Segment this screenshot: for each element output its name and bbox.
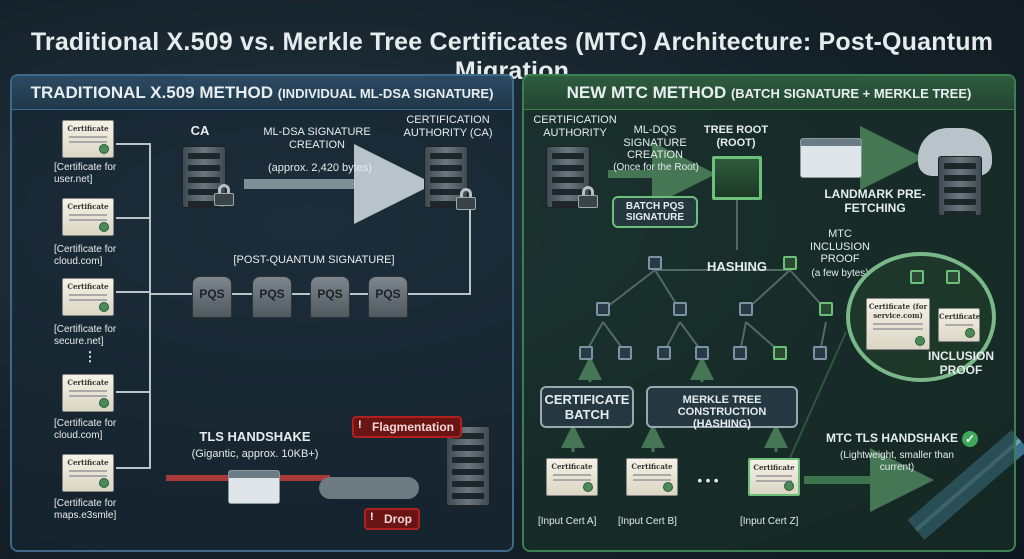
tree-leaf [657, 346, 671, 360]
tree-leaf [618, 346, 632, 360]
tree-leaf [773, 346, 787, 360]
browser-window-icon [800, 138, 862, 178]
certificate-caption: [Certificate for cloud.com] [54, 418, 117, 441]
traditional-heading-main: Traditional X.509 Method [30, 83, 273, 102]
mtc-tls-handshake-label: MTC TLS Handshake [826, 431, 958, 445]
page-title: Traditional X.509 vs. Merkle Tree Certif… [30, 28, 994, 85]
mtc-signature-creation-sub: (Once for the Root) [613, 162, 699, 173]
check-icon: ✓ [962, 431, 978, 447]
traditional-panel-heading: Traditional X.509 Method (Individual ML-… [12, 76, 512, 110]
traditional-heading-sub: (Individual ML-DSA Signature) [277, 86, 494, 101]
certificate-caption: [Certificate for user.net] [54, 162, 117, 185]
tree-leaf [695, 346, 709, 360]
server-icon [446, 426, 490, 506]
hashing-label: Hashing [707, 259, 767, 274]
tree-leaf [579, 346, 593, 360]
inclusion-proof-magnifier: Certificate (for service.com) Certificat… [846, 252, 996, 382]
tls-handshake-size: (Gigantic, approx. 10KB+) [191, 448, 319, 460]
mtc-inclusion-proof-label: MTC Inclusion Proof [810, 228, 870, 266]
ellipsis: ⋮ [83, 349, 97, 364]
signature-creation-label: ML-DSA Signature Creation [263, 126, 371, 151]
pqs-tombstone: PQS [368, 276, 408, 318]
authority-server-icon [424, 146, 468, 208]
inclusion-proof-label: Inclusion Proof [928, 349, 994, 377]
landmark-server-icon [938, 156, 982, 217]
tree-root-label: Tree Root (Root) [703, 124, 769, 149]
certification-authority-label: Certification Authority (CA) [403, 114, 493, 139]
tree-node [596, 302, 610, 316]
tree-leaf [813, 346, 827, 360]
tree-node [910, 270, 924, 284]
certificate-icon: Certificate [62, 374, 114, 412]
pqs-tombstone: PQS [192, 276, 232, 318]
mtc-panel-heading: New MTC Method (Batch Signature + Merkle… [524, 76, 1014, 110]
ca-label: CA [190, 123, 210, 138]
certificate-bus-line [116, 143, 471, 469]
certificate-caption: [Input Cert Z] [740, 516, 799, 527]
certificate-icon: Certificate [546, 458, 598, 496]
certificate-batch-box: Certificate Batch [540, 386, 634, 428]
fragmentation-warning: Flagmentation [352, 416, 463, 438]
post-quantum-signature-label: [Post-Quantum Signature] [233, 254, 395, 266]
mtc-inclusion-proof-sub: (a few bytes) [811, 268, 869, 279]
certificate-icon: Certificate [62, 120, 114, 158]
mtc-ca-label: Certification Authority [533, 114, 617, 139]
certificate-caption: [Certificate for secure.net] [54, 324, 117, 347]
tree-node [739, 302, 753, 316]
tree-node [819, 302, 833, 316]
certificate-caption: [Certificate for cloud.com] [54, 244, 117, 267]
tree-node [648, 256, 662, 270]
certificate-icon: Certificate [62, 454, 114, 492]
mtc-ca-server-icon [546, 146, 590, 208]
mtc-signature-creation-label: ML-DQS Signature Creation [623, 124, 687, 162]
mtc-tls-handshake-sub: (Lightweight, smaller than current) [840, 450, 954, 473]
certificate-caption: [Certificate for maps.e3smle] [54, 498, 117, 521]
mtc-heading-main: New MTC Method [566, 83, 727, 102]
browser-window-icon [228, 470, 280, 504]
pqs-tombstone: PQS [310, 276, 350, 318]
tls-handshake-label: TLS Handshake [199, 429, 311, 444]
ca-server-icon [182, 146, 226, 208]
lock-icon [578, 186, 598, 208]
lock-icon [456, 188, 476, 210]
certificate-icon: Certificate [748, 458, 800, 496]
mtc-heading-sub: (Batch Signature + Merkle Tree) [730, 86, 972, 101]
merkle-construction-box: Merkle Tree Construction (Hashing) [646, 386, 798, 430]
certificate-icon: Certificate [62, 198, 114, 236]
certificate-icon: Certificate [626, 458, 678, 496]
tree-node [673, 302, 687, 316]
ellipsis: • • • [697, 473, 719, 488]
certificate-icon: Certificate [62, 278, 114, 316]
landmark-prefetching-label: Landmark Pre-fetching [824, 187, 926, 215]
drop-warning: Drop [364, 508, 420, 530]
signature-size-label: (approx. 2,420 bytes) [268, 162, 372, 174]
certificate-caption: [Input Cert A] [538, 516, 597, 527]
tree-leaf [733, 346, 747, 360]
tree-node [946, 270, 960, 284]
batch-pqs-signature-box: Batch PQS Signature [612, 196, 698, 228]
tree-node [783, 256, 797, 270]
certificate-icon: Certificate (for service.com) [866, 298, 930, 350]
certificate-caption: [Input Cert B] [618, 516, 677, 527]
lock-icon [214, 184, 234, 206]
certificate-icon: Certificate [938, 308, 980, 342]
pqs-tombstone: PQS [252, 276, 292, 318]
tree-root-node [712, 156, 762, 200]
